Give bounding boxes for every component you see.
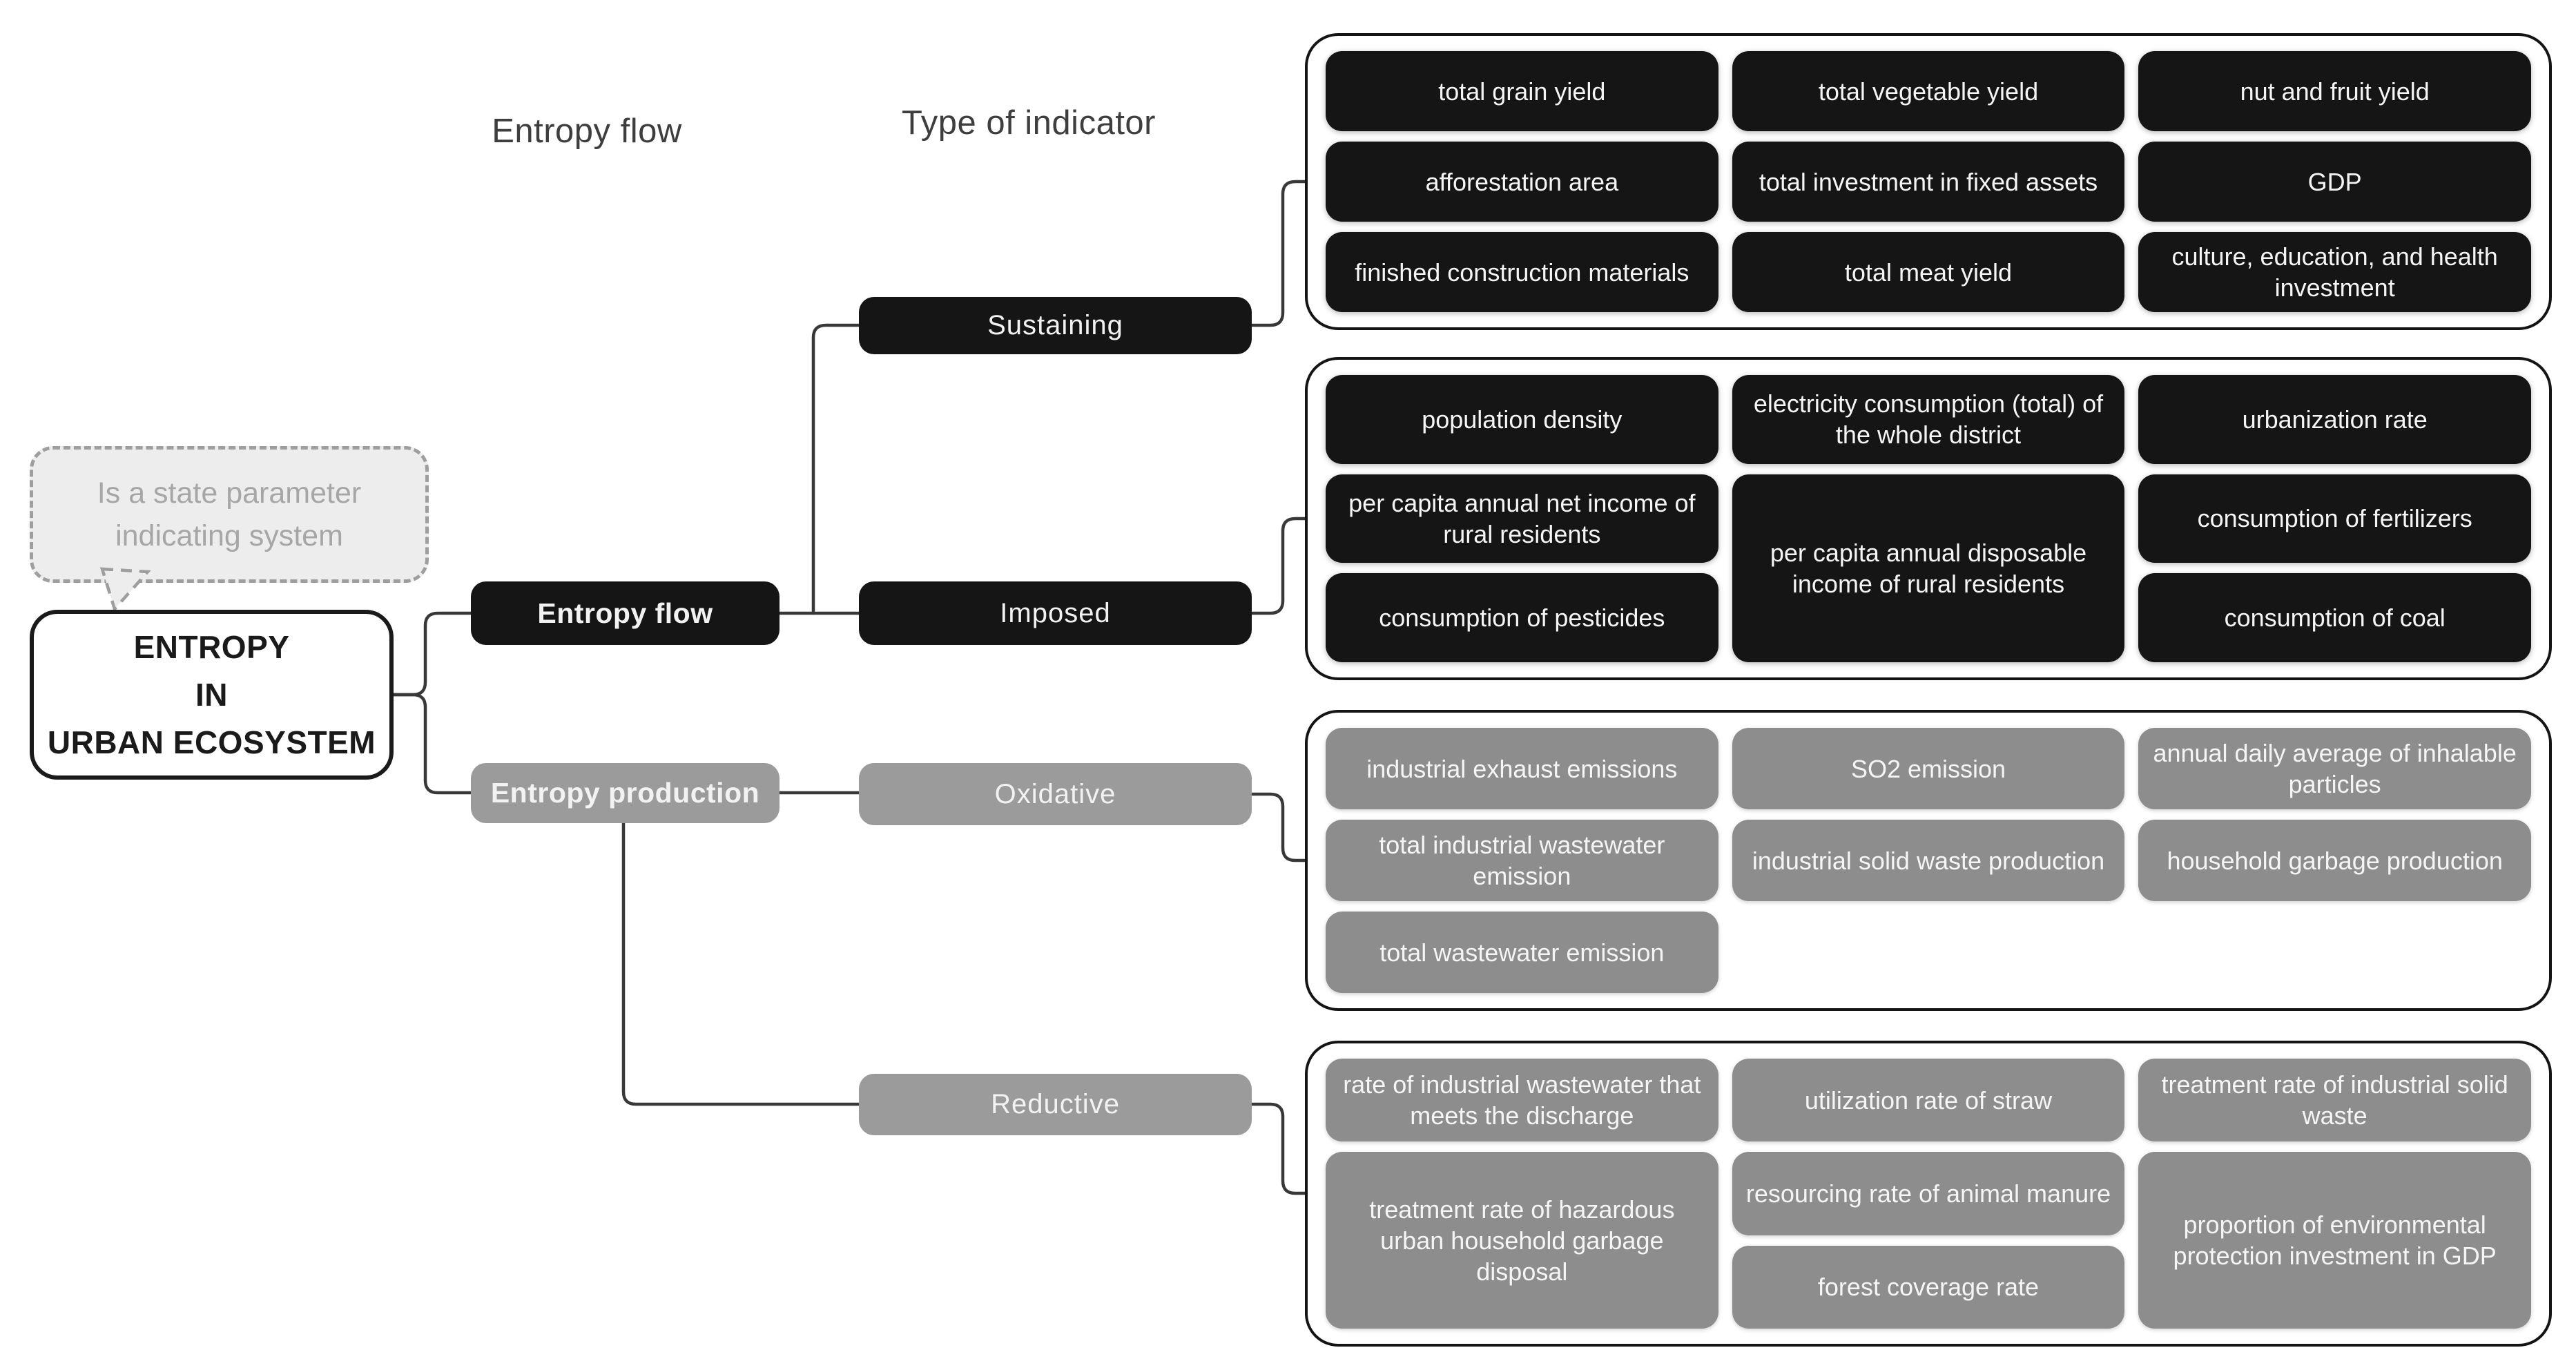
indicator-chip-industrial-exhaust-emissions: industrial exhaust emissions <box>1326 728 1718 809</box>
indicator-chip-treatment-rate-industrial-solid-waste: treatment rate of industrial solid waste <box>2138 1059 2531 1142</box>
indicator-group-oxidative: industrial exhaust emissions SO2 emissio… <box>1305 710 2552 1011</box>
indicator-group-sustaining: total grain yield total vegetable yield … <box>1305 33 2552 330</box>
branch-node-entropy-flow: Entropy flow <box>471 581 779 645</box>
connector-sustaining-to-group <box>1250 180 1308 327</box>
type-node-reductive: Reductive <box>859 1074 1252 1135</box>
connector-production-to-reductive <box>621 820 861 1106</box>
indicator-chip-total-wastewater-emission: total wastewater emission <box>1326 912 1718 993</box>
connector-imposed-to-group <box>1250 517 1308 615</box>
tooltip-text: Is a state parameter indicating system <box>97 476 362 552</box>
connector-root-to-entropy-production <box>390 693 473 795</box>
connector-reductive-to-group <box>1250 1102 1308 1195</box>
root-node-entropy-in-urban-ecosystem: ENTROPY IN URBAN ECOSYSTEM <box>30 610 394 780</box>
indicator-chip-so2-emission: SO2 emission <box>1732 728 2125 809</box>
indicator-chip-utilization-rate-of-straw: utilization rate of straw <box>1732 1059 2125 1142</box>
indicator-chip-total-industrial-wastewater-emission: total industrial wastewater emission <box>1326 820 1718 901</box>
indicator-chip-total-meat-yield: total meat yield <box>1732 232 2125 312</box>
indicator-chip-resourcing-rate-animal-manure: resourcing rate of animal manure <box>1732 1152 2125 1235</box>
indicator-chip-total-vegetable-yield: total vegetable yield <box>1732 51 2125 131</box>
indicator-chip-proportion-environmental-protection-investment: proportion of environmental protection i… <box>2138 1152 2531 1329</box>
indicator-chip-consumption-of-fertilizers: consumption of fertilizers <box>2138 474 2531 563</box>
type-node-sustaining: Sustaining <box>859 297 1252 354</box>
type-node-imposed: Imposed <box>859 581 1252 645</box>
type-node-oxidative: Oxidative <box>859 763 1252 825</box>
indicator-chip-per-capita-annual-net-income: per capita annual net income of rural re… <box>1326 474 1718 563</box>
indicator-chip-per-capita-annual-disposable-income: per capita annual disposable income of r… <box>1732 474 2125 662</box>
indicator-chip-urbanization-rate: urbanization rate <box>2138 375 2531 464</box>
indicator-chip-forest-coverage-rate: forest coverage rate <box>1732 1245 2125 1329</box>
indicator-chip-gdp: GDP <box>2138 142 2531 222</box>
indicator-chip-treatment-rate-hazardous-garbage-disposal: treatment rate of hazardous urban househ… <box>1326 1152 1718 1329</box>
indicator-chip-consumption-of-coal: consumption of coal <box>2138 573 2531 662</box>
indicator-group-imposed: population density electricity consumpti… <box>1305 357 2552 680</box>
indicator-chip-culture-education-health-investment: culture, education, and health investmen… <box>2138 232 2531 312</box>
connector-root-to-entropy-flow <box>390 611 473 697</box>
indicator-chip-annual-daily-average-inhalable-particles: annual daily average of inhalable partic… <box>2138 728 2531 809</box>
indicator-chip-rate-of-industrial-wastewater-discharge: rate of industrial wastewater that meets… <box>1326 1059 1718 1142</box>
indicator-chip-nut-and-fruit-yield: nut and fruit yield <box>2138 51 2531 131</box>
tooltip-bubble: Is a state parameter indicating system <box>30 446 429 583</box>
indicator-chip-total-investment-in-fixed-assets: total investment in fixed assets <box>1732 142 2125 222</box>
indicator-chip-industrial-solid-waste-production: industrial solid waste production <box>1732 820 2125 901</box>
connector-flow-to-sustaining <box>811 323 861 615</box>
indicator-chip-electricity-consumption: electricity consumption (total) of the w… <box>1732 375 2125 464</box>
branch-node-entropy-production: Entropy production <box>471 763 779 823</box>
indicator-group-reductive: rate of industrial wastewater that meets… <box>1305 1041 2552 1347</box>
indicator-chip-population-density: population density <box>1326 375 1718 464</box>
indicator-chip-afforestation-area: afforestation area <box>1326 142 1718 222</box>
indicator-chip-finished-construction-materials: finished construction materials <box>1326 232 1718 312</box>
indicator-chip-total-grain-yield: total grain yield <box>1326 51 1718 131</box>
connector-oxidative-to-group <box>1250 792 1308 862</box>
indicator-chip-household-garbage-production: household garbage production <box>2138 820 2531 901</box>
indicator-chip-consumption-of-pesticides: consumption of pesticides <box>1326 573 1718 662</box>
column-header-entropy-flow: Entropy flow <box>492 113 682 150</box>
column-header-type-of-indicator: Type of indicator <box>901 104 1156 142</box>
